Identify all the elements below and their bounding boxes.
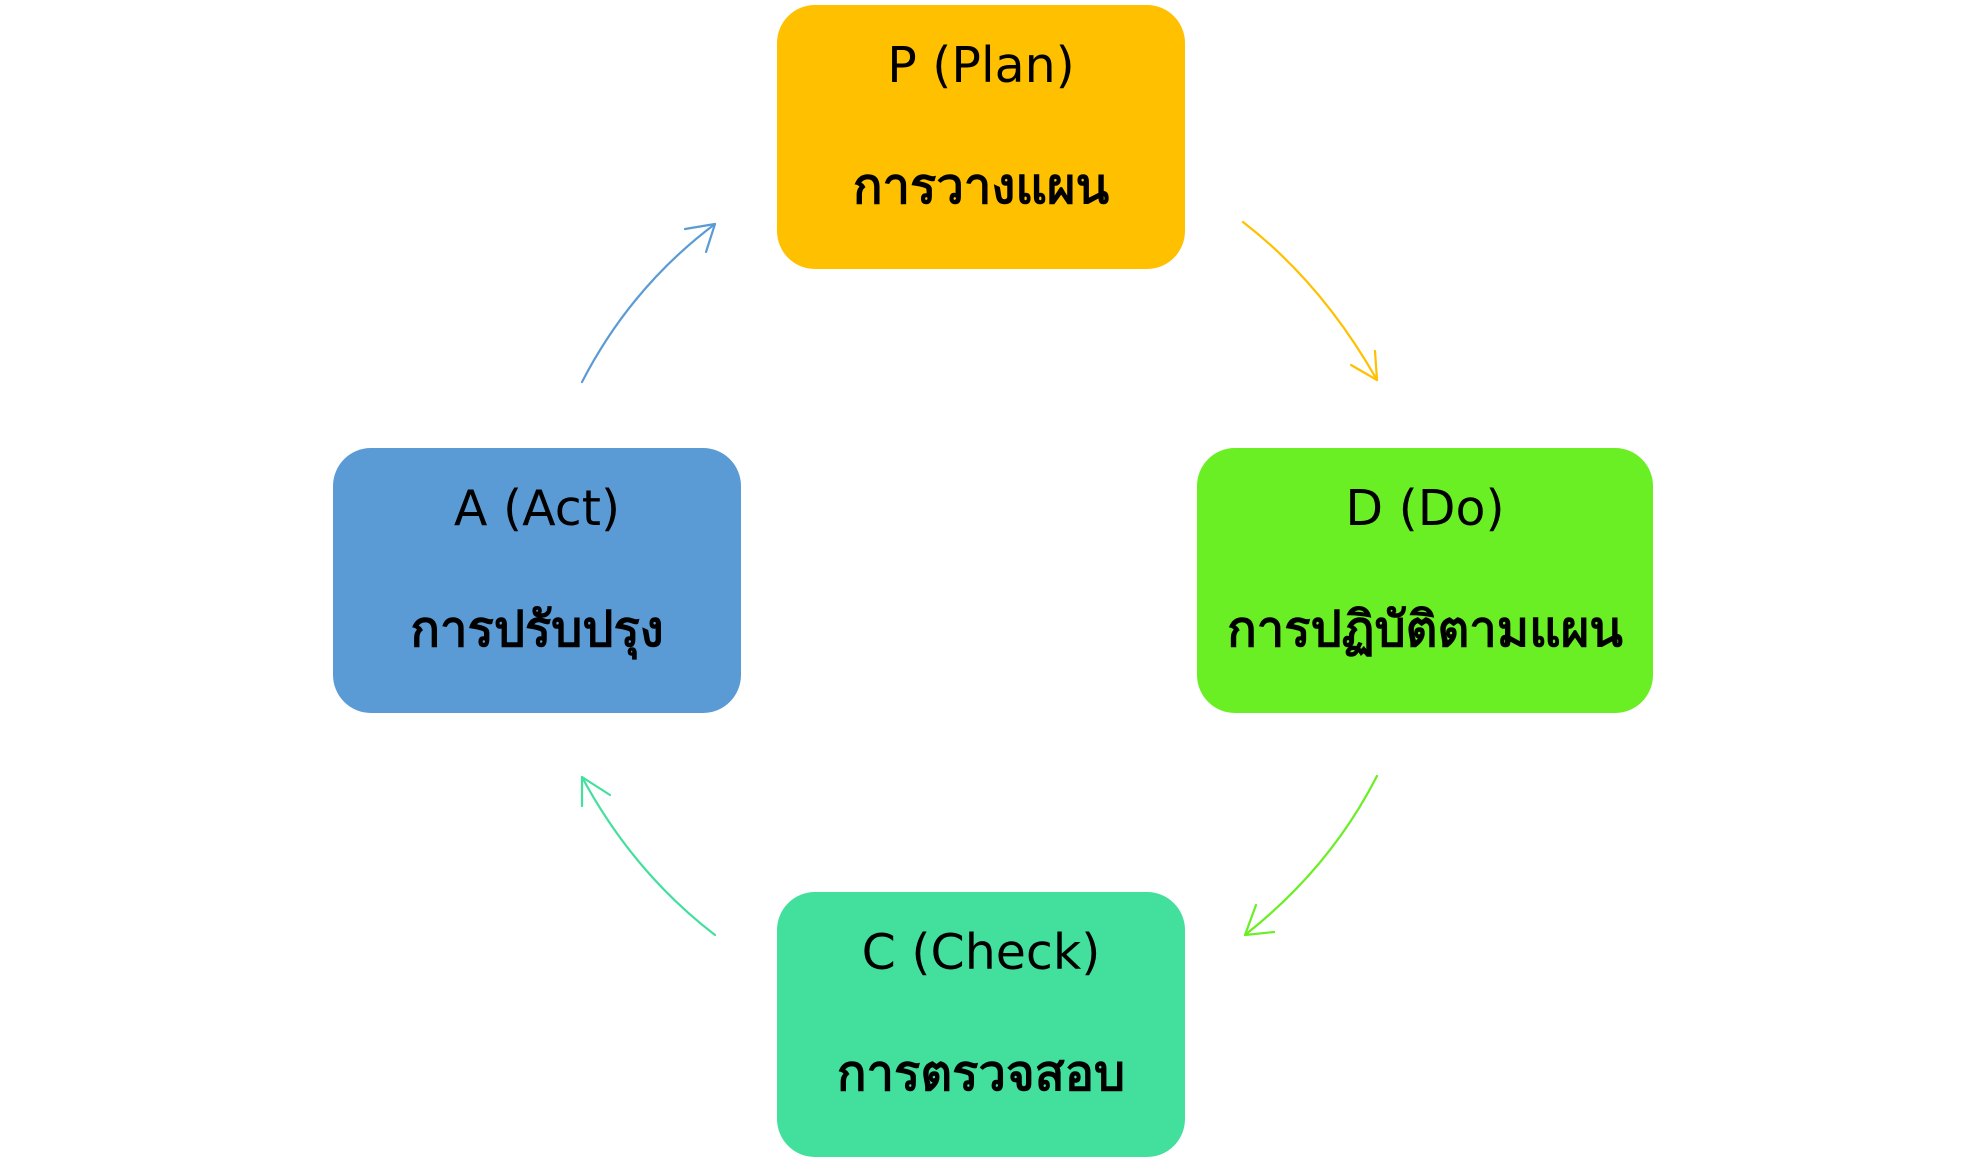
plan-subtitle: การวางแผน xyxy=(852,158,1110,215)
do-title: D (Do) xyxy=(1345,480,1505,537)
act-subtitle: การปรับปรุง xyxy=(410,601,664,658)
act-title: A (Act) xyxy=(453,480,621,537)
arrow-plan-to-do xyxy=(1241,220,1379,382)
plan-title: P (Plan) xyxy=(887,37,1075,94)
act-box: A (Act) การปรับปรุง xyxy=(333,448,741,713)
arrow-do-to-check xyxy=(1243,774,1379,937)
check-box: C (Check) การตรวจสอบ xyxy=(777,892,1185,1157)
check-title: C (Check) xyxy=(861,924,1101,981)
check-subtitle: การตรวจสอบ xyxy=(836,1045,1126,1102)
do-box: D (Do) การปฏิบัติตามแผน xyxy=(1197,448,1653,713)
plan-box: P (Plan) การวางแผน xyxy=(777,5,1185,269)
arrow-check-to-act xyxy=(580,775,717,937)
do-subtitle: การปฏิบัติตามแผน xyxy=(1227,601,1623,658)
arrow-act-to-plan xyxy=(580,222,717,384)
